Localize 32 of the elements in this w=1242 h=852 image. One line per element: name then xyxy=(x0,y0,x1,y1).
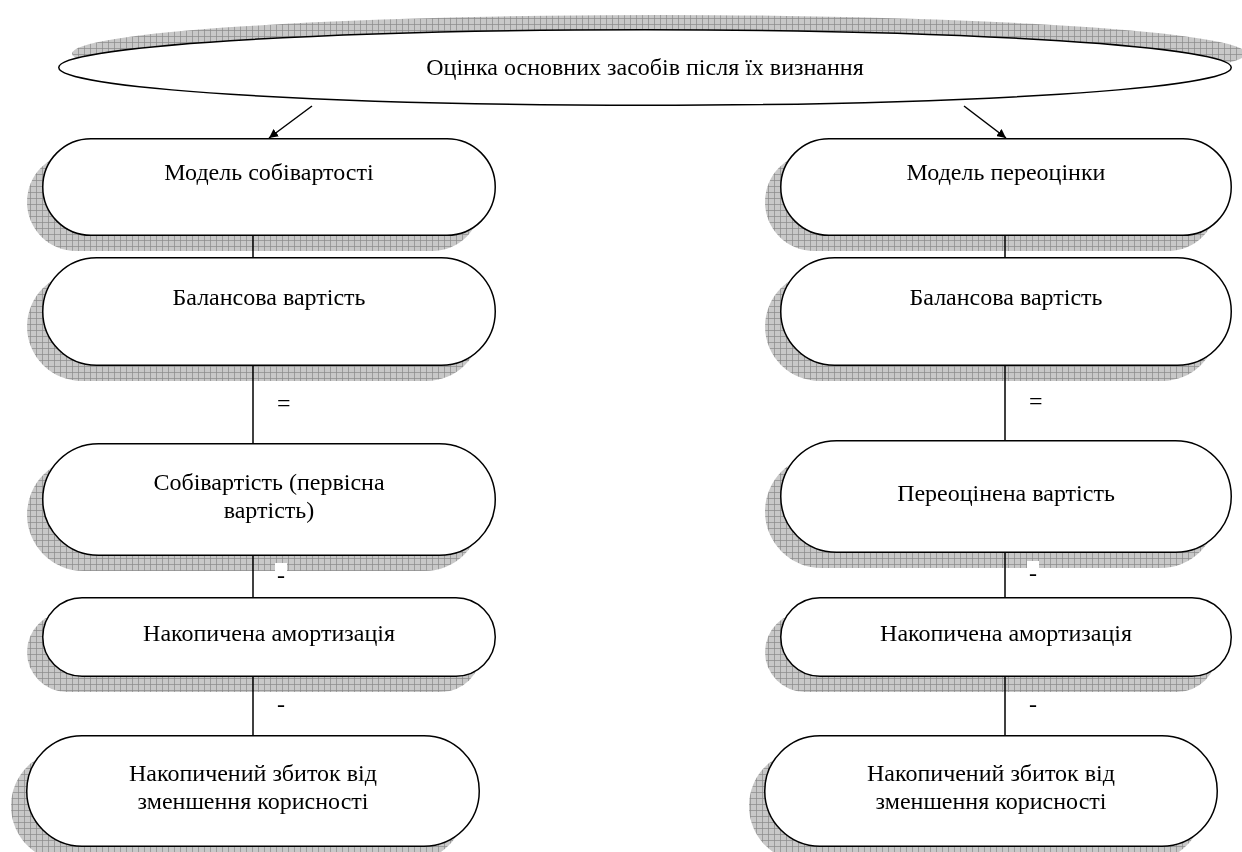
node-text: Балансова вартість xyxy=(908,283,1104,312)
connector-line xyxy=(252,676,254,736)
connector-line xyxy=(1004,365,1006,441)
rounded-node xyxy=(42,443,496,556)
connector-line xyxy=(1004,552,1006,598)
node-text: Модель переоцінки xyxy=(905,159,1107,187)
rounded-node xyxy=(26,735,480,847)
rounded-node xyxy=(780,257,1232,366)
connector-line xyxy=(1004,676,1006,736)
node-text: Балансова вартість xyxy=(171,283,367,312)
rounded-node xyxy=(42,257,496,366)
arrow xyxy=(268,105,313,139)
connector-line xyxy=(1004,235,1006,258)
rounded-node xyxy=(764,735,1218,847)
connector-line xyxy=(252,555,254,598)
rounded-node xyxy=(42,138,496,236)
ellipse-node xyxy=(58,29,1232,106)
connector-line xyxy=(252,365,254,444)
node-text: Переоцінена вартість xyxy=(896,479,1116,508)
connector-line xyxy=(252,235,254,258)
arrow xyxy=(963,105,1007,139)
node-text: Оцінка основних засобів після їх визнання xyxy=(425,53,865,82)
rounded-node xyxy=(42,597,496,677)
rounded-node xyxy=(780,138,1232,236)
node-text: Накопичений збиток від зменшення корисності xyxy=(128,760,378,816)
rounded-node xyxy=(780,597,1232,677)
node-text: Накопичена амортизація xyxy=(142,620,396,648)
node-text: Накопичена амортизація xyxy=(879,620,1133,648)
node-text: Модель собівартості xyxy=(163,159,375,187)
node-text: Собівартість (первісна вартість) xyxy=(152,468,386,525)
node-text: Накопичений збиток від зменшення корисності xyxy=(866,760,1116,816)
rounded-node xyxy=(780,440,1232,553)
